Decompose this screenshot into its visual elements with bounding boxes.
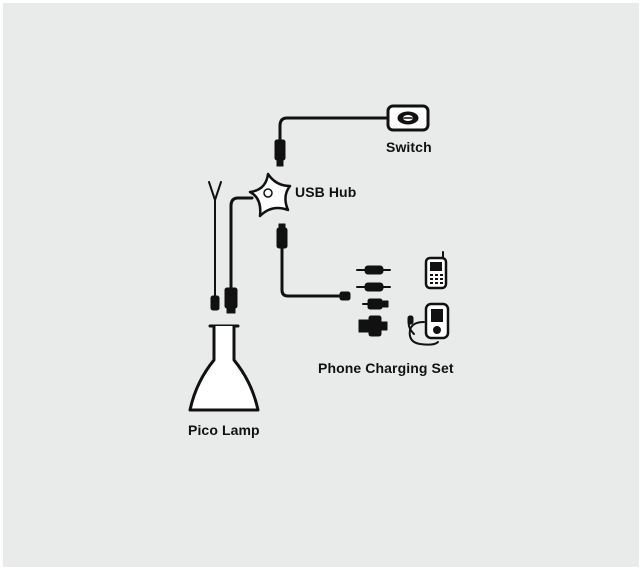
adapter-2 bbox=[356, 282, 391, 292]
charging-adapter-icon bbox=[356, 265, 391, 337]
switch-label: Switch bbox=[386, 139, 432, 155]
mobile-phone-icon bbox=[424, 251, 448, 290]
usb-hub-label: USB Hub bbox=[295, 184, 357, 200]
pico-lamp-label: Pico Lamp bbox=[188, 422, 260, 438]
phone-charging-set-label: Phone Charging Set bbox=[318, 360, 454, 376]
switch-cable bbox=[278, 116, 389, 142]
switch-icon bbox=[386, 104, 430, 132]
media-player-icon bbox=[407, 302, 450, 346]
usb-plug-lamp bbox=[224, 287, 238, 314]
adapter-1 bbox=[356, 265, 391, 275]
charging-cable bbox=[280, 246, 344, 298]
adapter-3 bbox=[362, 298, 389, 310]
adapter-4 bbox=[358, 315, 388, 337]
charging-cable-tip bbox=[339, 291, 351, 301]
diagram-canvas: Switch USB Hub Phone Charging Set Pico L… bbox=[3, 3, 639, 567]
lamp-cord-plug bbox=[210, 295, 220, 311]
usb-plug-bottom bbox=[276, 223, 288, 249]
usb-hub-icon bbox=[248, 172, 292, 218]
usb-plug-top bbox=[274, 139, 286, 167]
lamp-icon bbox=[188, 324, 260, 412]
lamp-cable bbox=[229, 196, 254, 292]
